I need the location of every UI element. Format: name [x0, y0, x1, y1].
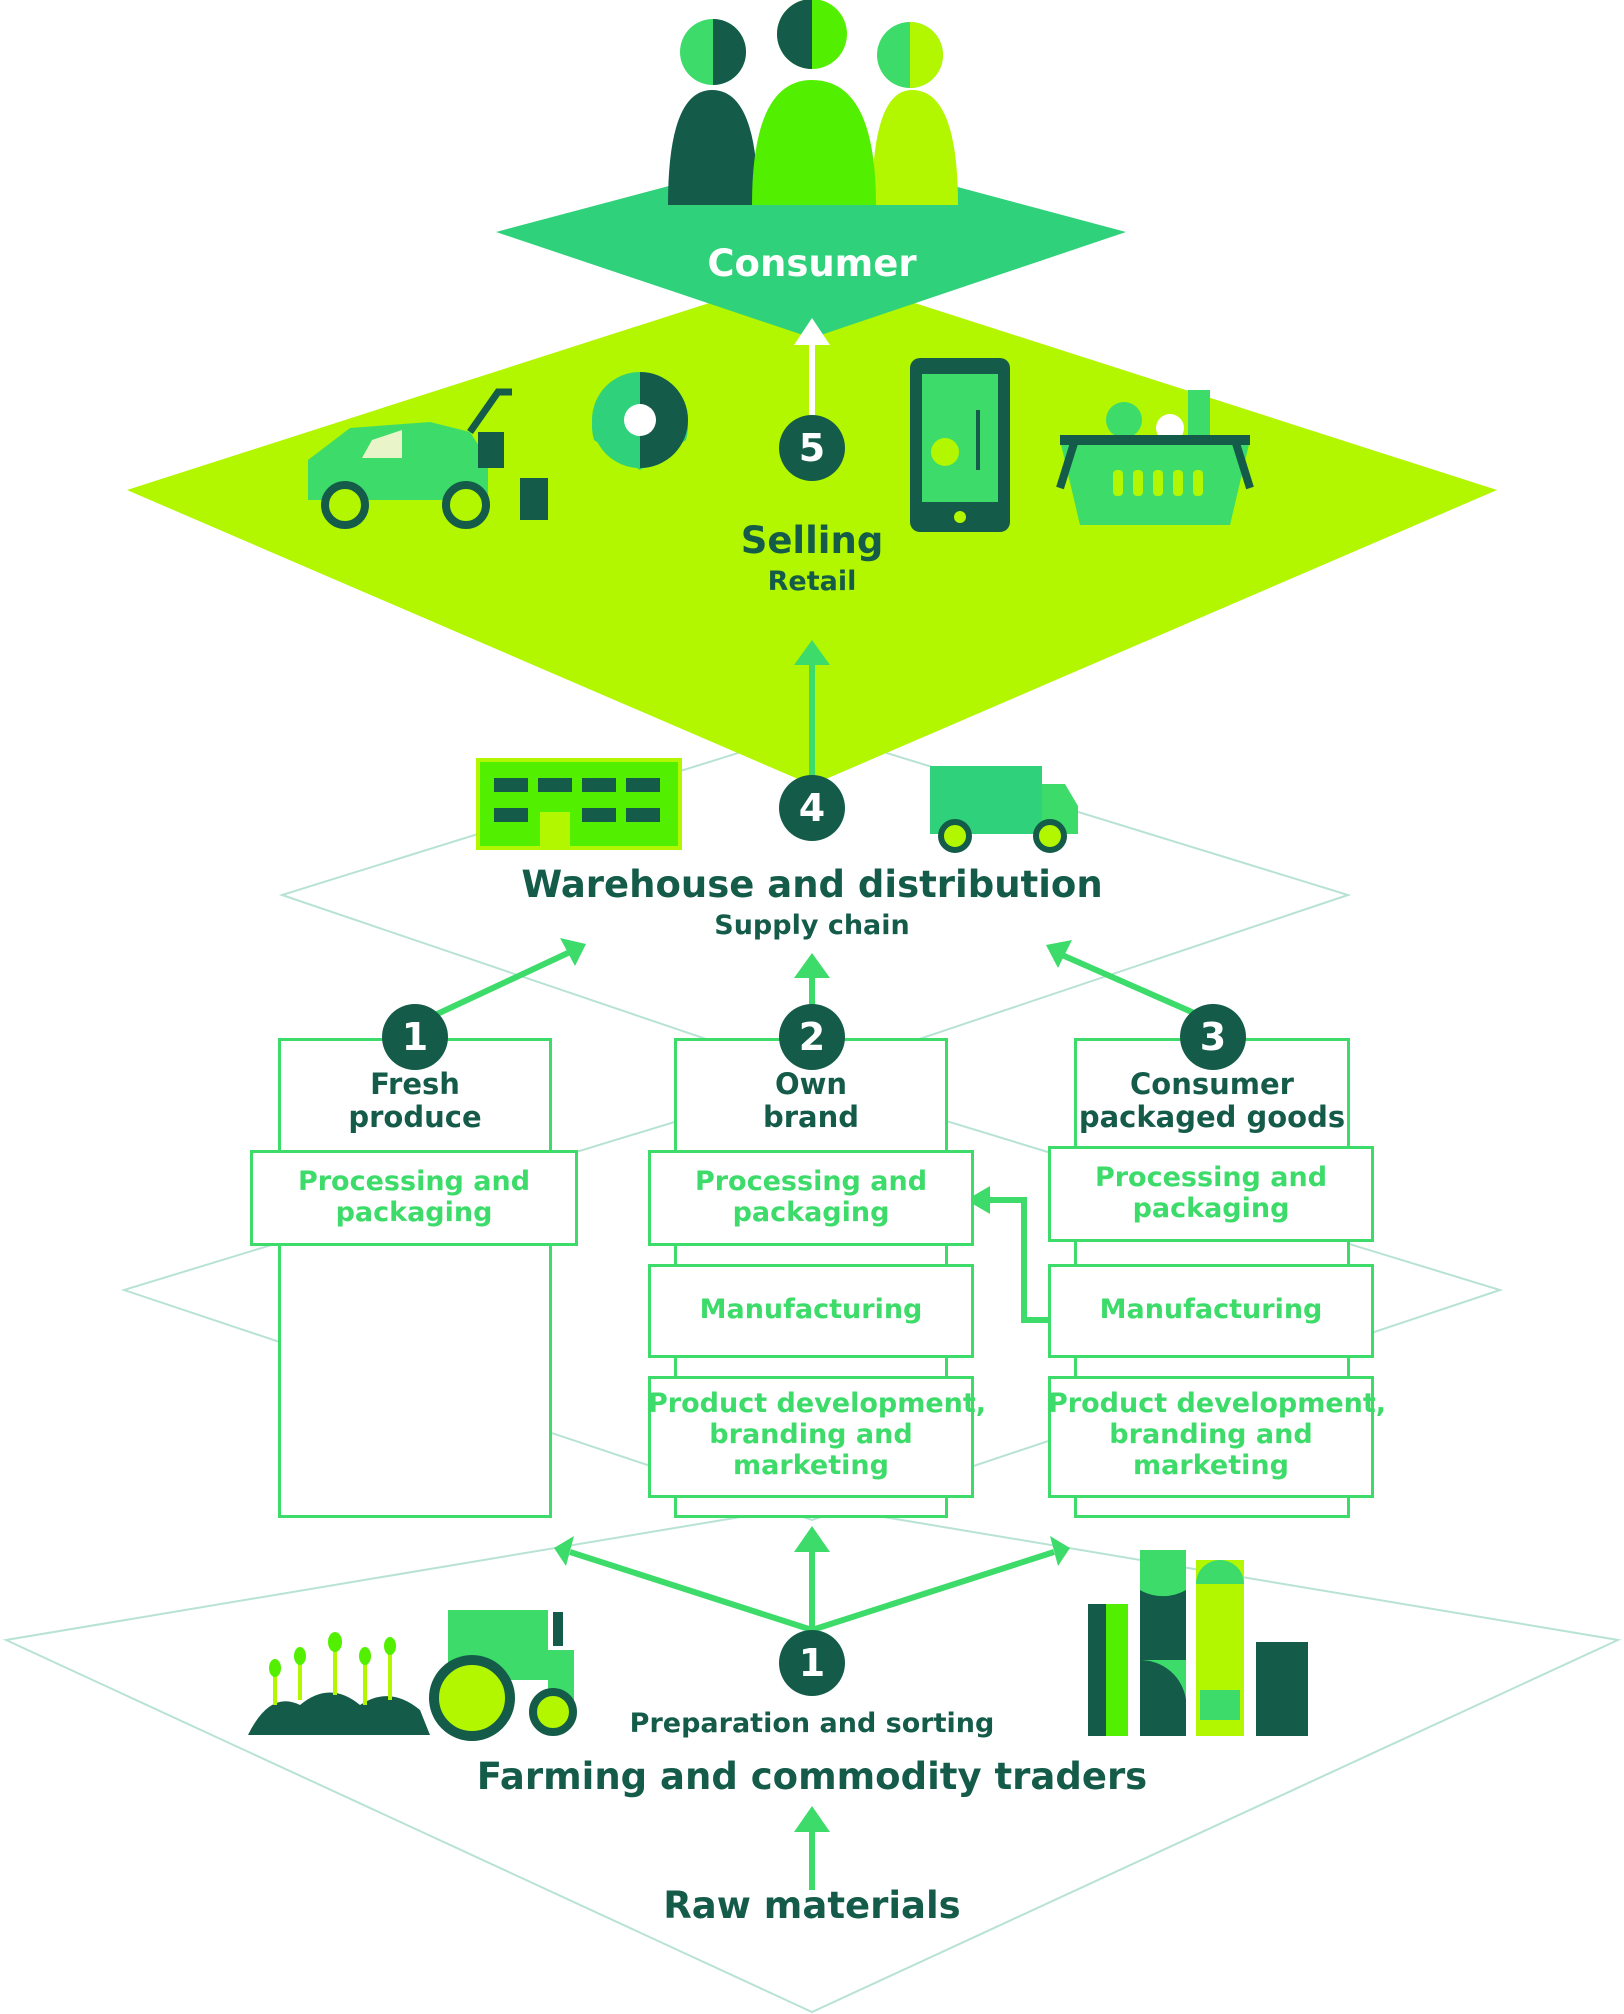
cpg-product-line2: branding and [1109, 1419, 1313, 1451]
step-5-badge: 5 [779, 415, 845, 481]
cpg-manufacturing-label: Manufacturing [1099, 1294, 1323, 1325]
own-brand-title: Own brand [674, 1067, 948, 1135]
cpg-title-line2: packaged goods [1078, 1100, 1346, 1135]
fresh-processing-stage [250, 1150, 578, 1246]
step-1-farming-badge: 1 [779, 1630, 845, 1696]
cpg-processing-stage [1048, 1146, 1374, 1242]
own-product-line2: branding and [709, 1419, 913, 1451]
warehouse-title: Warehouse and distribution [521, 863, 1103, 906]
step-1-fresh-badge: 1 [382, 1004, 448, 1070]
cpg-processing-line1: Processing and [1094, 1162, 1328, 1193]
own-product-line3: marketing [733, 1450, 889, 1482]
delivery-truck-icon [930, 766, 1078, 853]
cpg-manufacturing-stage [1048, 1264, 1374, 1358]
own-processing-line2: packaging [732, 1197, 890, 1229]
fresh-produce-title: Fresh produce [278, 1067, 552, 1135]
step-4-badge: 4 [779, 775, 845, 841]
step-3-badge: 3 [1180, 1004, 1246, 1070]
cpg-title: Consumer packaged goods [1074, 1067, 1350, 1135]
smartphone-icon [910, 358, 1010, 532]
own-product-line1: Product development, [648, 1388, 987, 1419]
farming-layer-outline [2, 1503, 1622, 2014]
step-2-badge: 2 [779, 1004, 845, 1070]
own-processing-label: Processing and packaging [648, 1166, 974, 1228]
own-title-line1: Own [774, 1067, 848, 1101]
warehouse-subtitle: Supply chain [714, 910, 910, 941]
selling-layer [127, 270, 1497, 785]
cpg-product-dev-label: Product development, branding and market… [1048, 1388, 1387, 1482]
own-processing-line1: Processing and [694, 1166, 928, 1197]
shopping-basket-icon [1056, 390, 1254, 525]
crops-icon [248, 1632, 430, 1735]
cpg-product-line1: Product development, [1048, 1388, 1387, 1419]
warehouse-icon [476, 758, 682, 850]
raw-materials-label: Raw materials [663, 1884, 961, 1927]
silos-icon [1088, 1550, 1308, 1736]
car-boot-icon [308, 388, 548, 529]
fresh-title-line2: produce [348, 1100, 482, 1135]
fresh-title-line1: Fresh [370, 1067, 460, 1101]
own-manufacturing-stage [648, 1264, 974, 1358]
farming-title: Farming and commodity traders [476, 1755, 1148, 1798]
own-product-dev-label: Product development, branding and market… [648, 1388, 987, 1482]
own-product-dev-stage [648, 1376, 974, 1498]
own-title-line2: brand [762, 1100, 860, 1135]
own-processing-stage [648, 1150, 974, 1246]
tractor-icon [429, 1610, 577, 1741]
location-pin-icon [592, 372, 688, 470]
people-icon [668, 0, 958, 205]
consumer-label: Consumer [707, 242, 917, 285]
cpg-processing-line2: packaging [1132, 1193, 1290, 1225]
cpg-title-line1: Consumer [1130, 1067, 1294, 1101]
own-manufacturing-label: Manufacturing [699, 1294, 923, 1325]
cpg-product-dev-stage [1048, 1376, 1374, 1498]
cpg-product-line3: marketing [1133, 1450, 1289, 1482]
fresh-processing-line1: Processing and [297, 1166, 531, 1197]
preparation-label: Preparation and sorting [629, 1708, 995, 1739]
selling-title: Selling [740, 519, 884, 562]
selling-subtitle: Retail [767, 566, 857, 597]
fresh-processing-label: Processing and packaging [250, 1166, 578, 1228]
cpg-processing-label: Processing and packaging [1048, 1162, 1374, 1224]
consumer-layer [496, 148, 1126, 338]
fresh-processing-line2: packaging [335, 1197, 493, 1229]
